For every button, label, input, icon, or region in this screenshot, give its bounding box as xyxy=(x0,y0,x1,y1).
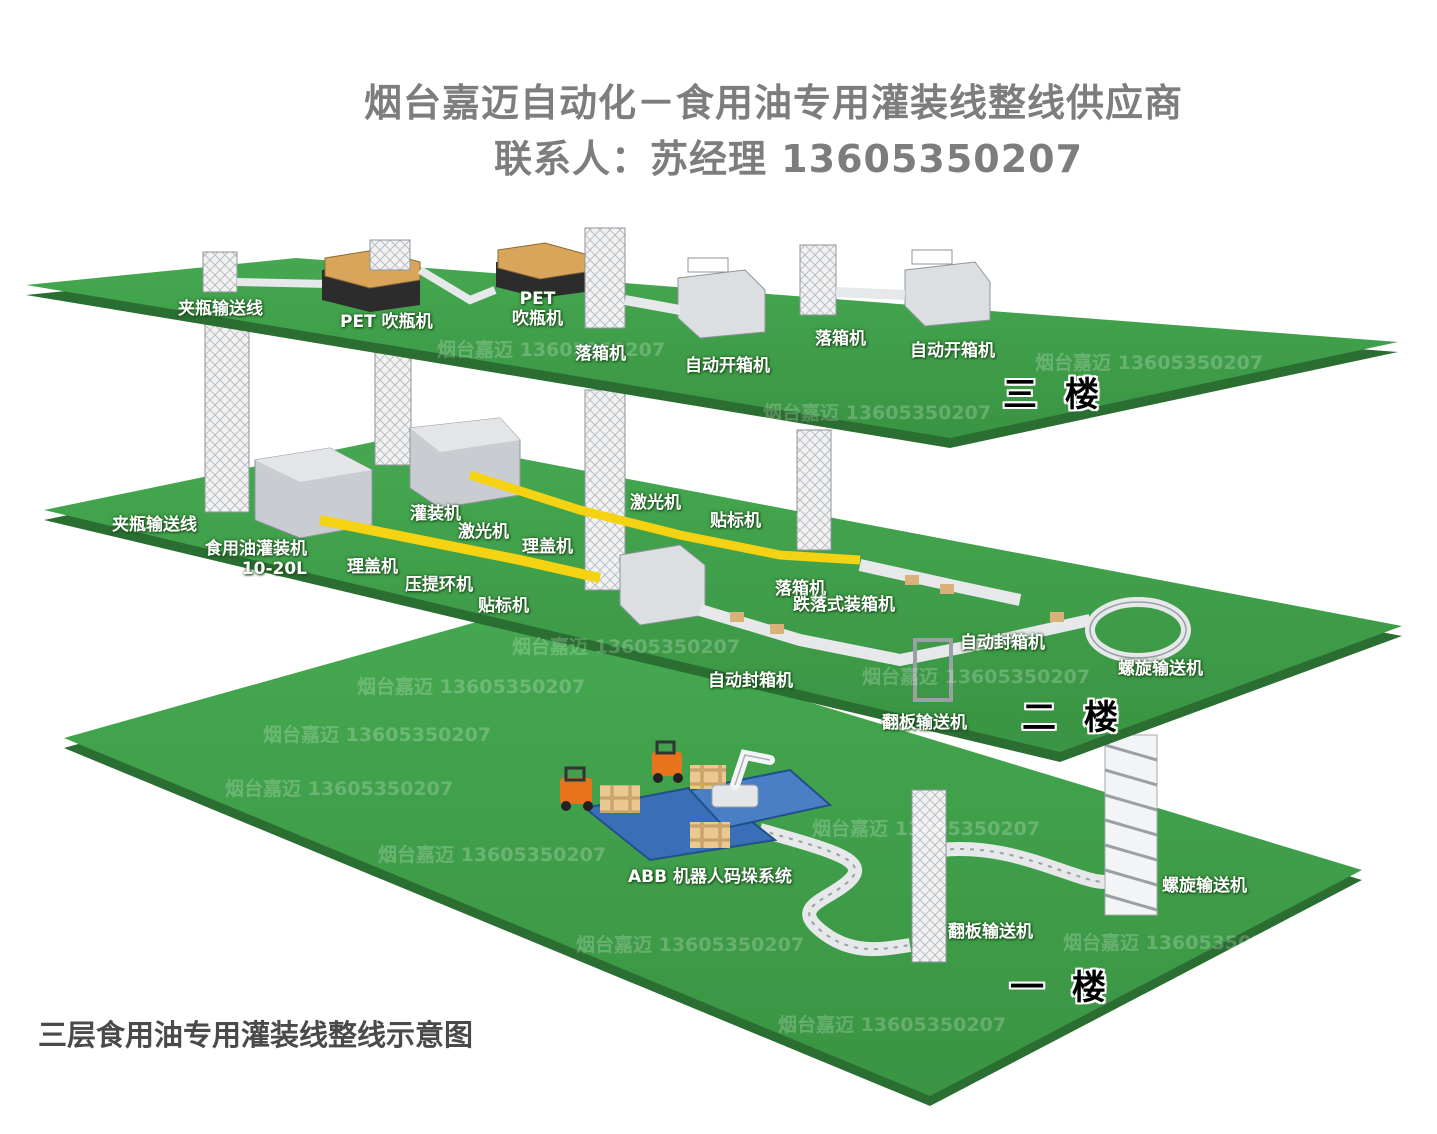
label-line: PET xyxy=(519,289,556,309)
label-f2-capper-1: 理盖机 xyxy=(347,557,398,577)
label-line: 食用油灌装机 xyxy=(205,539,307,559)
label-f2-handle-press: 压提环机 xyxy=(405,575,473,595)
floor-label-second: 二 楼 xyxy=(1022,698,1126,738)
floor-2-equipment xyxy=(204,299,1191,702)
label-f2-oil-filler: 食用油灌装机 10-20L xyxy=(205,539,307,579)
robot-arm-icon xyxy=(711,749,775,808)
label-f2-spiral: 螺旋输送机 xyxy=(1118,659,1203,679)
diagram-caption: 三层食用油专用灌装线整线示意图 xyxy=(38,1018,474,1052)
label-line: 10-20L xyxy=(241,558,307,579)
label-line: 吹瓶机 xyxy=(512,308,563,329)
blow-molding-machine-icon xyxy=(496,242,586,298)
label-f1-palletizer: ABB 机器人码垛系统 xyxy=(628,867,792,887)
label-f2-flap-conveyor: 翻板输送机 xyxy=(882,713,967,733)
label-f3-pet-blower-1: PET 吹瓶机 xyxy=(340,312,433,332)
label-f2-labeler-1: 贴标机 xyxy=(478,596,529,616)
label-f1-spiral: 螺旋输送机 xyxy=(1162,876,1247,896)
spiral-conveyor-icon xyxy=(1104,734,1158,916)
floor-label-third: 三 楼 xyxy=(1003,375,1107,415)
label-f2-drop-packer: 跌落式装箱机 xyxy=(793,595,895,615)
label-f2-capper-2: 理盖机 xyxy=(522,537,573,557)
page-title: 烟台嘉迈自动化－食用油专用灌装线整线供应商 xyxy=(363,81,1183,125)
label-f3-case-drop-2: 落箱机 xyxy=(815,329,866,349)
label-f2-clamp-conveyor: 夹瓶输送线 xyxy=(112,515,197,535)
label-f2-filler: 灌装机 xyxy=(410,504,461,524)
label-f2-sealer-2: 自动封箱机 xyxy=(708,671,793,691)
label-f3-clamp-conveyor: 夹瓶输送线 xyxy=(178,299,263,319)
label-f1-flap-conveyor: 翻板输送机 xyxy=(948,922,1033,942)
floor-label-first: 一 楼 xyxy=(1010,968,1114,1008)
forklift-icon xyxy=(560,766,593,811)
floor-1-slab xyxy=(64,612,1362,1106)
label-f3-pet-blower-2: PET 吹瓶机 xyxy=(512,289,563,329)
forklift-icon xyxy=(652,740,683,783)
floor-3-equipment xyxy=(202,227,991,339)
label-f3-case-erector-2: 自动开箱机 xyxy=(910,341,995,361)
label-f2-sealer-1: 自动封箱机 xyxy=(960,633,1045,653)
label-f3-case-erector-1: 自动开箱机 xyxy=(685,356,770,376)
label-f2-laser-1: 激光机 xyxy=(458,522,509,542)
spiral-conveyor-icon xyxy=(1085,597,1191,663)
label-f3-case-drop-1: 落箱机 xyxy=(575,344,626,364)
label-f2-case-drop: 落箱机 xyxy=(775,579,826,599)
label-f2-laser-2: 激光机 xyxy=(630,493,681,513)
floor-1-equipment xyxy=(560,734,1158,963)
filling-machine-icon xyxy=(409,417,521,509)
floor-2-slab xyxy=(44,436,1402,762)
filling-machine-icon xyxy=(254,447,373,539)
contact-line: 联系人：苏经理 13605350207 xyxy=(493,137,1084,181)
label-f2-labeler-2: 贴标机 xyxy=(710,511,761,531)
